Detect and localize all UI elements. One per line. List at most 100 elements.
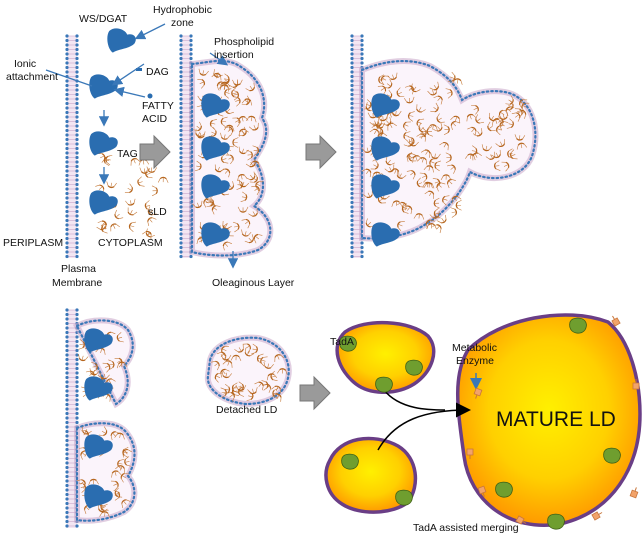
membrane-head bbox=[65, 393, 69, 398]
tag-head bbox=[221, 351, 227, 357]
tag-tails bbox=[371, 125, 381, 134]
membrane-head bbox=[65, 380, 69, 384]
tag-tails bbox=[221, 116, 228, 128]
ws-dgat-icon bbox=[201, 93, 230, 118]
tag-tails bbox=[220, 369, 230, 378]
tag-head bbox=[396, 175, 403, 179]
membrane-head bbox=[65, 411, 69, 416]
tag-tails bbox=[413, 214, 425, 220]
tag-head bbox=[118, 361, 125, 365]
tag-head bbox=[397, 221, 401, 228]
tag-tails bbox=[193, 121, 202, 131]
membrane-head bbox=[65, 438, 69, 443]
tag-head bbox=[103, 156, 107, 164]
membrane-head bbox=[350, 34, 354, 38]
tag-head bbox=[521, 109, 527, 115]
tag-tails bbox=[248, 208, 258, 217]
tag-molecule bbox=[404, 85, 415, 95]
tada-proteins bbox=[339, 317, 621, 530]
membrane-head bbox=[65, 151, 69, 155]
tag-tails bbox=[222, 361, 233, 368]
membrane-head bbox=[75, 70, 79, 74]
tag-head bbox=[272, 389, 275, 397]
tag-head bbox=[429, 124, 437, 127]
tag-head bbox=[385, 160, 391, 166]
tag-tails bbox=[121, 499, 131, 509]
membrane-head bbox=[360, 61, 364, 65]
membrane-head bbox=[350, 241, 354, 245]
tada-icon bbox=[569, 317, 587, 334]
tag-tails bbox=[263, 361, 274, 369]
tag-molecule bbox=[223, 384, 231, 395]
tag-tails bbox=[221, 371, 232, 378]
enzyme-body bbox=[201, 93, 230, 118]
tag-tails bbox=[238, 146, 249, 154]
enzyme-body bbox=[89, 190, 118, 215]
tag-tails bbox=[424, 191, 434, 199]
tag-head bbox=[476, 132, 483, 137]
tag-head bbox=[498, 109, 503, 116]
metabolic-enzyme-icon bbox=[515, 515, 527, 525]
tag-molecule bbox=[493, 160, 501, 171]
tag-tails bbox=[230, 355, 242, 361]
tag-head bbox=[78, 358, 86, 362]
membrane-head bbox=[65, 461, 69, 465]
membrane-head bbox=[65, 501, 69, 506]
tag-tails bbox=[120, 473, 129, 483]
membrane-head bbox=[179, 128, 183, 133]
tag-molecule bbox=[245, 159, 256, 168]
tag-tails bbox=[404, 85, 414, 95]
tag-molecule bbox=[137, 176, 145, 187]
membrane-head bbox=[65, 164, 69, 169]
tag-tails bbox=[379, 74, 385, 86]
tag-molecule bbox=[497, 112, 508, 120]
membrane-head bbox=[65, 205, 69, 209]
tag-head bbox=[505, 106, 511, 112]
tag-molecule bbox=[420, 149, 431, 158]
text-labels: WS/DGAT Hydrophobic zone Ionic attachmen… bbox=[3, 4, 616, 534]
tag-head bbox=[231, 90, 235, 98]
tag-head bbox=[279, 368, 287, 371]
tag-tails bbox=[253, 234, 263, 244]
tag-molecule bbox=[492, 118, 503, 126]
tag-molecule bbox=[277, 368, 288, 375]
tag-head bbox=[129, 187, 133, 194]
tag-head bbox=[496, 125, 500, 133]
membrane-head bbox=[65, 70, 69, 74]
tag-molecule bbox=[403, 137, 413, 147]
tag-head bbox=[510, 103, 514, 110]
membrane-head bbox=[65, 232, 69, 236]
tag-head bbox=[213, 73, 219, 78]
membrane-head bbox=[350, 43, 354, 47]
tag-head bbox=[216, 81, 222, 87]
membrane-head bbox=[179, 70, 183, 74]
tag-head bbox=[116, 335, 120, 342]
membrane-head bbox=[75, 362, 79, 366]
label-insertion: insertion bbox=[214, 49, 254, 61]
tag-tails bbox=[447, 179, 456, 189]
membrane-head bbox=[75, 389, 79, 393]
tag-molecule bbox=[403, 131, 411, 142]
tag-head bbox=[499, 117, 504, 123]
tag-molecule bbox=[495, 117, 504, 127]
membrane-head bbox=[75, 393, 79, 398]
tag-head bbox=[82, 483, 87, 490]
tag-head bbox=[401, 201, 407, 206]
tag-tails bbox=[208, 127, 217, 137]
tag-head bbox=[365, 168, 372, 173]
membrane-head bbox=[65, 447, 69, 452]
tag-molecule bbox=[198, 68, 209, 76]
membrane-head bbox=[65, 101, 69, 106]
tag-molecule bbox=[122, 447, 129, 458]
membrane-head bbox=[179, 79, 183, 83]
enzyme-body bbox=[201, 174, 230, 199]
membrane-head bbox=[179, 56, 183, 61]
membrane-head bbox=[65, 146, 69, 151]
tag-molecule bbox=[251, 185, 260, 196]
tag-molecule bbox=[422, 181, 433, 189]
tag-molecule bbox=[240, 191, 248, 202]
tag-tails bbox=[384, 164, 395, 172]
membrane-head bbox=[65, 465, 69, 470]
membrane-head bbox=[360, 43, 364, 47]
tag-head bbox=[210, 200, 214, 207]
